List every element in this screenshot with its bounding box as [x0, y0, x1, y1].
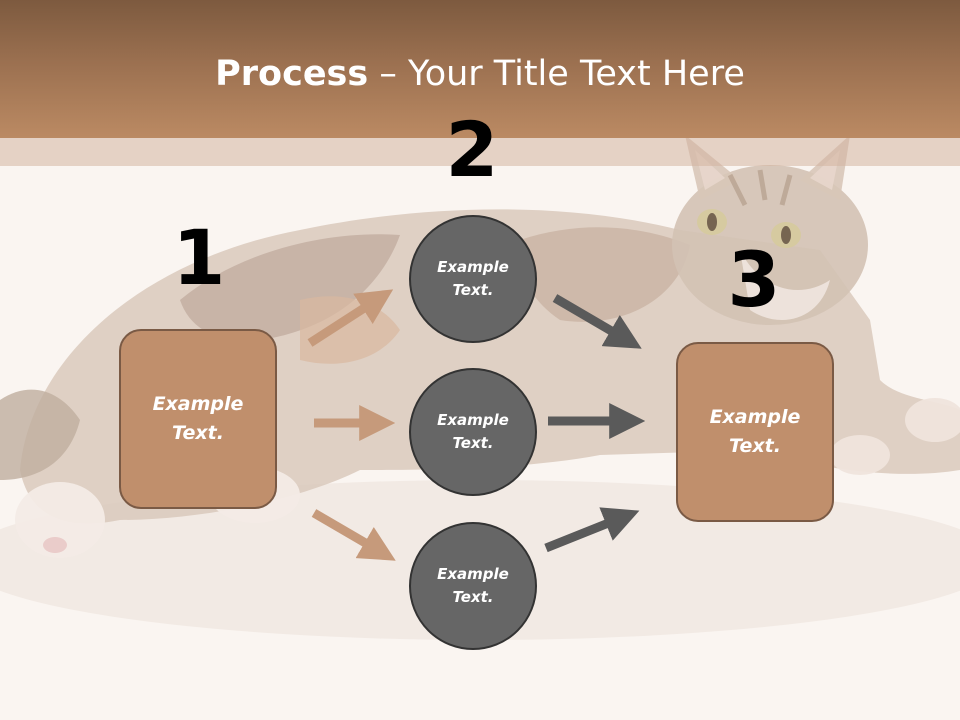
step-number-1: 1 — [172, 213, 226, 302]
slide-title: Process – Your Title Text Here — [0, 52, 960, 96]
bottom-circle[interactable]: Example Text. — [409, 522, 537, 650]
step-number-2: 2 — [445, 105, 499, 194]
middle-circle[interactable]: Example Text. — [409, 368, 537, 496]
title-rest-part: – Your Title Text Here — [368, 54, 745, 94]
arrow-left-to-bottom — [311, 509, 396, 561]
arrow-bottom-to-right — [544, 507, 640, 553]
title-bold-part: Process — [215, 54, 369, 94]
title-band — [0, 0, 960, 138]
step-number-3: 3 — [727, 235, 781, 324]
arrow-top-to-right — [552, 294, 642, 349]
title-sub-band — [0, 138, 960, 166]
right-text-box[interactable]: Example Text. — [676, 342, 834, 522]
top-circle[interactable]: Example Text. — [409, 215, 537, 343]
arrow-left-to-top — [307, 289, 394, 347]
left-text-box[interactable]: Example Text. — [119, 329, 277, 509]
